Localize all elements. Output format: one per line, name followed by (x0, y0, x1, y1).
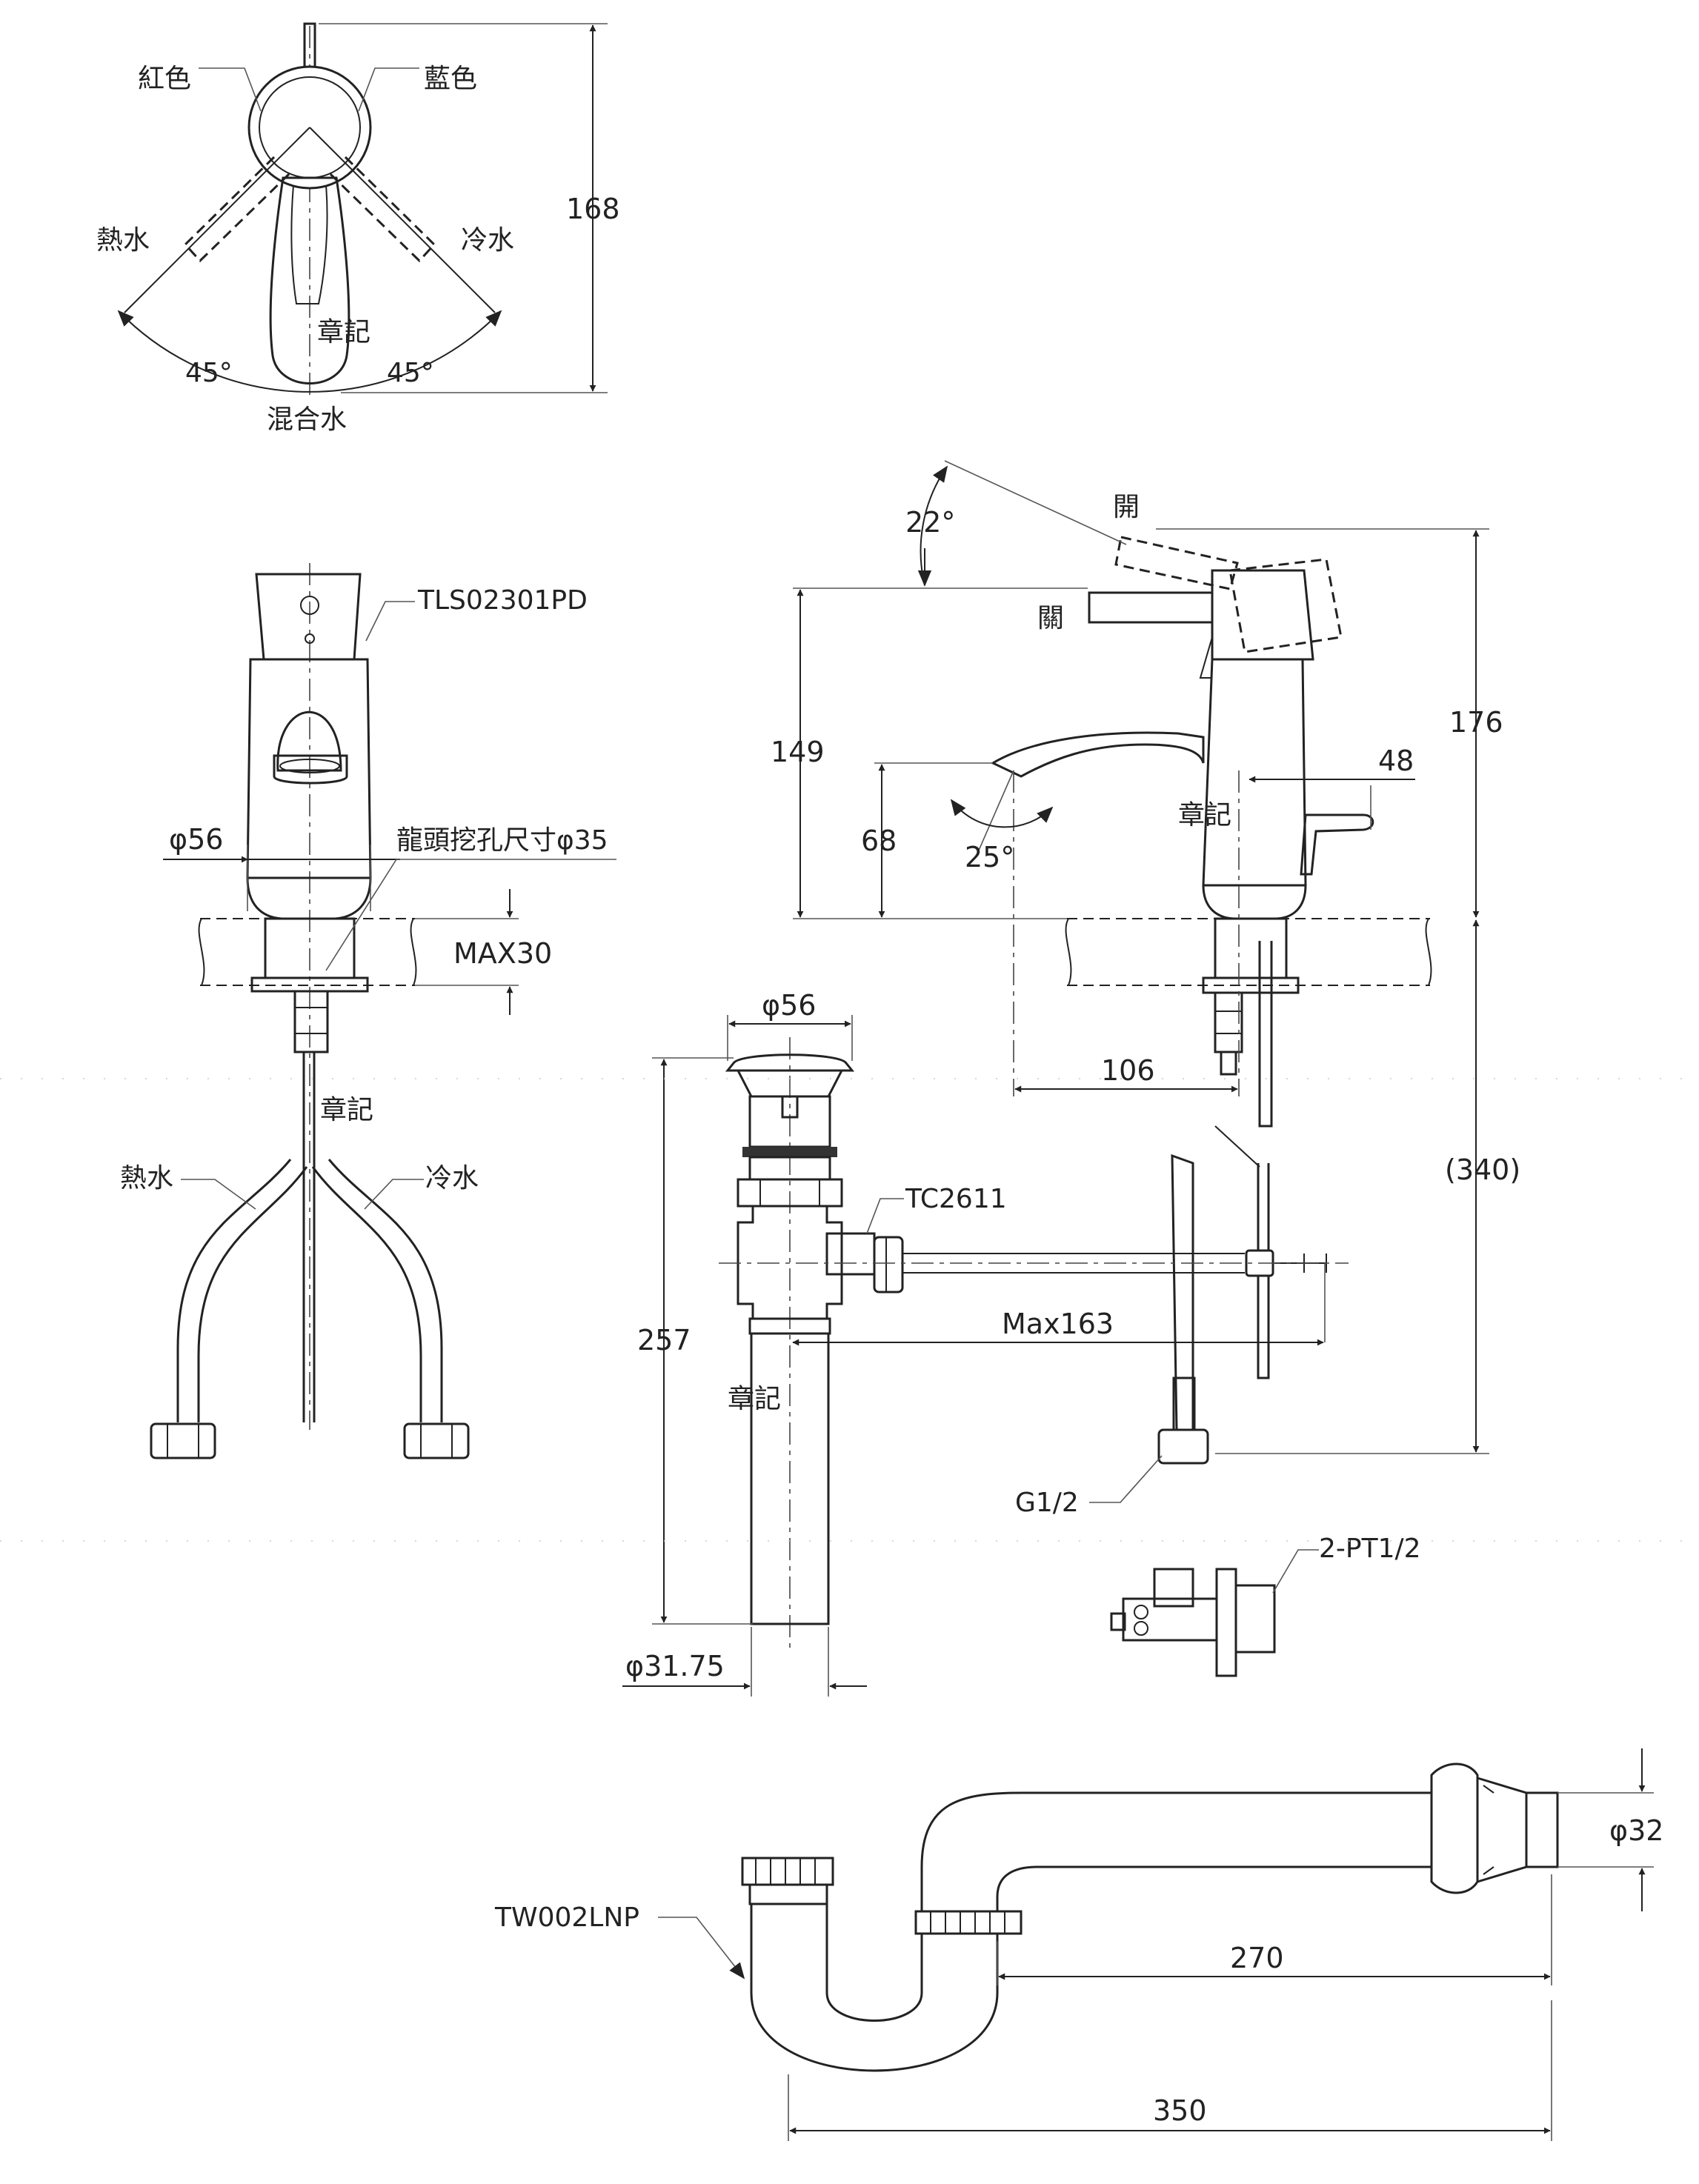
label-inlet: G1/2 (1015, 1488, 1079, 1518)
label-red: 紅色 (138, 64, 191, 94)
side-view: 22° 開 關 149 176 68 25° 48 章記 106 (340) G… (771, 460, 1520, 1518)
dim-48: 48 (1378, 745, 1414, 777)
label-open: 開 (1113, 492, 1140, 522)
dim-149: 149 (771, 736, 825, 768)
dim-270: 270 (1230, 1942, 1284, 1974)
dim-168: 168 (566, 193, 620, 225)
label-mark: 章記 (317, 317, 370, 347)
dim-max30: MAX30 (453, 937, 552, 970)
label-close: 關 (1037, 603, 1064, 633)
label-valve-model: 2-PT1/2 (1319, 1534, 1421, 1564)
label-hole-size: 龍頭挖孔尺寸φ35 (396, 825, 608, 856)
label-mark-front: 章記 (320, 1095, 373, 1125)
label-model: TLS02301PD (417, 585, 588, 616)
dim-340: (340) (1445, 1153, 1520, 1186)
label-hot: 熱水 (96, 225, 150, 256)
top-view: 紅色 藍色 熱水 冷水 章記 45° 45° 混合水 168 (96, 22, 620, 435)
angle-right: 45° (387, 358, 434, 388)
dim-max163: Max163 (1002, 1308, 1114, 1340)
angle-spout: 25° (965, 841, 1014, 873)
label-cold-front: 冷水 (425, 1163, 479, 1193)
dim-drain-phi56: φ56 (762, 989, 816, 1022)
label-drain-model: TC2611 (905, 1184, 1007, 1214)
dim-176: 176 (1449, 706, 1503, 739)
valve-view: 2-PT1/2 (1110, 1534, 1421, 1677)
front-view: φ56 龍頭挖孔尺寸φ35 MAX30 TLS02301PD 章記 熱水 冷水 (120, 563, 616, 1459)
label-trap-model: TW002LNP (494, 1902, 639, 1933)
label-mixed: 混合水 (267, 404, 347, 435)
angle-left: 45° (185, 358, 233, 388)
dim-68: 68 (861, 825, 897, 857)
dim-phi32: φ32 (1609, 1814, 1663, 1847)
label-cold: 冷水 (461, 225, 514, 256)
dim-350: 350 (1153, 2094, 1207, 2127)
dim-phi56: φ56 (169, 823, 223, 856)
label-hot-front: 熱水 (120, 1163, 173, 1193)
dim-phi3175: φ31.75 (625, 1650, 725, 1682)
label-blue: 藍色 (424, 64, 477, 94)
label-mark-side: 章記 (1178, 800, 1231, 830)
label-mark-drain: 章記 (728, 1384, 781, 1414)
angle-lever: 22° (905, 506, 955, 539)
dim-257: 257 (637, 1324, 691, 1356)
trap-view: φ32 TW002LNP 270 350 (494, 1748, 1663, 2141)
drain-view: 257 φ56 TC2611 Max163 章記 φ31.75 (622, 989, 1349, 1697)
dim-106: 106 (1101, 1054, 1155, 1087)
